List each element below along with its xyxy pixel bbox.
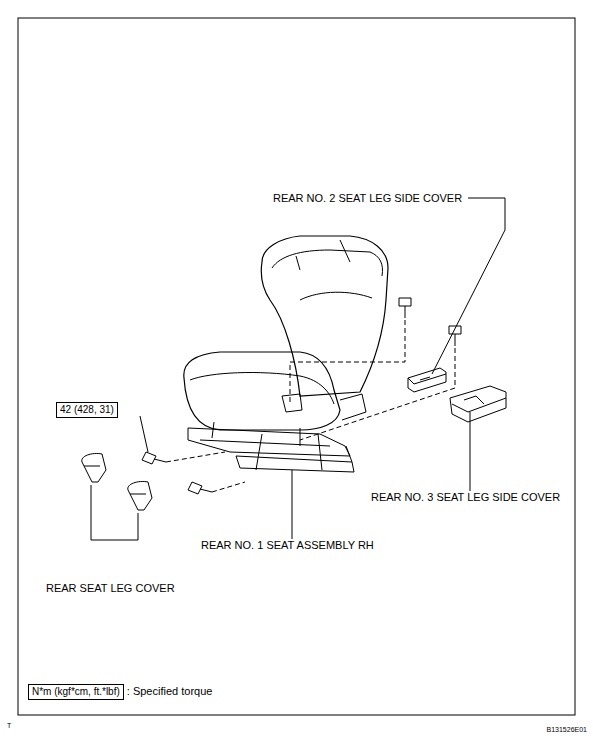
part-name: REAR NO. 1 SEAT ASSEMBLY RH bbox=[200, 539, 375, 552]
part-name: REAR SEAT LEG COVER bbox=[45, 582, 176, 595]
torque-legend-box: N*m (kgf*cm, ft.*lbf) bbox=[28, 684, 124, 700]
page-mark: T bbox=[6, 722, 12, 730]
torque-callout: 42 (428, 31) bbox=[56, 402, 118, 418]
legend-text: : Specified torque bbox=[126, 685, 214, 698]
node-text: N*m (kgf*cm, ft.*lbf) bbox=[32, 686, 120, 697]
node-text: 42 (428, 31) bbox=[60, 404, 114, 415]
part-name: REAR NO. 2 SEAT LEG SIDE COVER bbox=[272, 192, 463, 205]
figure-id: B131526E01 bbox=[546, 726, 588, 734]
part-name: REAR NO. 3 SEAT LEG SIDE COVER bbox=[370, 491, 561, 504]
